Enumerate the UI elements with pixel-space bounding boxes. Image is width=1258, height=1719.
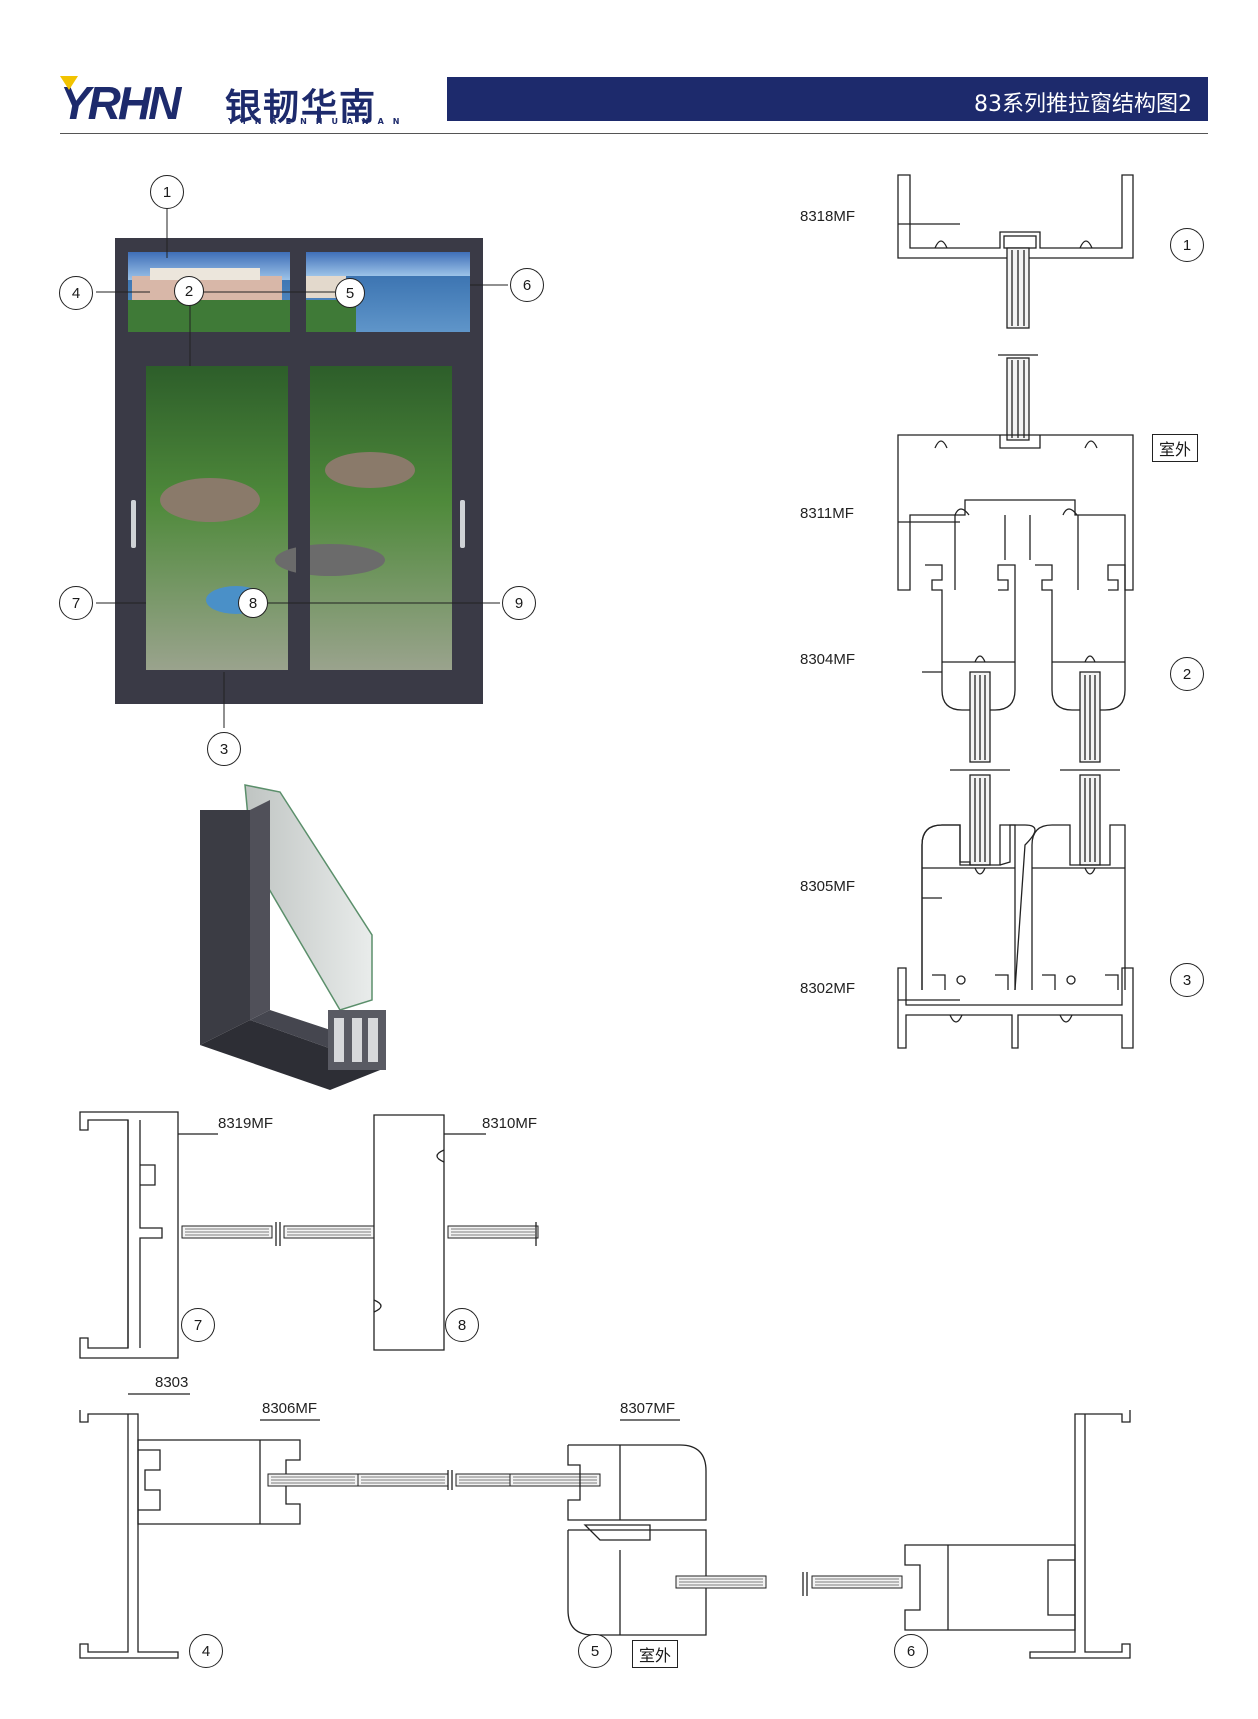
profile-label-8318MF: 8318MF	[800, 208, 856, 225]
window-callout-6: 6	[510, 268, 544, 302]
section-callout-8: 8	[445, 1308, 479, 1342]
header-divider	[60, 133, 1208, 134]
profile-label-8307MF: 8307MF	[620, 1400, 676, 1417]
page-title: 83系列推拉窗结构图2	[974, 92, 1192, 117]
logo-chinese-name: 银韧华南	[225, 87, 378, 128]
profile-label-8304MF: 8304MF	[800, 651, 856, 668]
horizontal-section-drawing	[79, 1393, 1131, 1659]
profile-label-8311MF: 8311MF	[800, 505, 854, 522]
profile-label-8306MF: 8306MF	[262, 1400, 318, 1417]
vertical-section-drawing	[897, 174, 1134, 1049]
section-callout-4: 4	[189, 1634, 223, 1668]
profile-corner-3d	[200, 784, 386, 1090]
section-callout-2: 2	[1170, 657, 1204, 691]
window-callout-1: 1	[150, 175, 184, 209]
brand-logo: YRHN 银韧华南 YINRENHUANAN	[60, 74, 440, 129]
jamb-section-drawing	[79, 1111, 539, 1359]
outdoor-label-top: 室外	[1152, 434, 1199, 462]
profile-label-8302MF: 8302MF	[800, 980, 856, 997]
window-leader-lines	[96, 208, 508, 728]
section-callout-3: 3	[1170, 963, 1204, 997]
logo-mark: YRHN	[60, 77, 181, 129]
profile-label-8303: 8303	[155, 1374, 189, 1391]
window-callout-2: 2	[174, 276, 204, 306]
section-callout-1: 1	[1170, 228, 1204, 262]
logo-yellow-wedge-icon	[60, 76, 78, 90]
title-bar: 83系列推拉窗结构图2	[447, 77, 1208, 121]
section-callout-7: 7	[181, 1308, 215, 1342]
window-callout-7: 7	[59, 586, 93, 620]
window-callout-4: 4	[59, 276, 93, 310]
window-callout-5: 5	[335, 278, 365, 308]
section-callout-6: 6	[894, 1634, 928, 1668]
window-callout-8: 8	[238, 588, 268, 618]
outdoor-label-bottom: 室外	[632, 1640, 679, 1668]
profile-label-8305MF: 8305MF	[800, 878, 856, 895]
window-callout-9: 9	[502, 586, 536, 620]
window-illustration	[115, 238, 483, 704]
profile-label-8319MF: 8319MF	[218, 1115, 274, 1132]
section-callout-5: 5	[578, 1634, 612, 1668]
profile-label-8310MF: 8310MF	[482, 1115, 538, 1132]
window-callout-3: 3	[207, 732, 241, 766]
logo-pinyin: YINRENHUANAN	[228, 117, 409, 126]
